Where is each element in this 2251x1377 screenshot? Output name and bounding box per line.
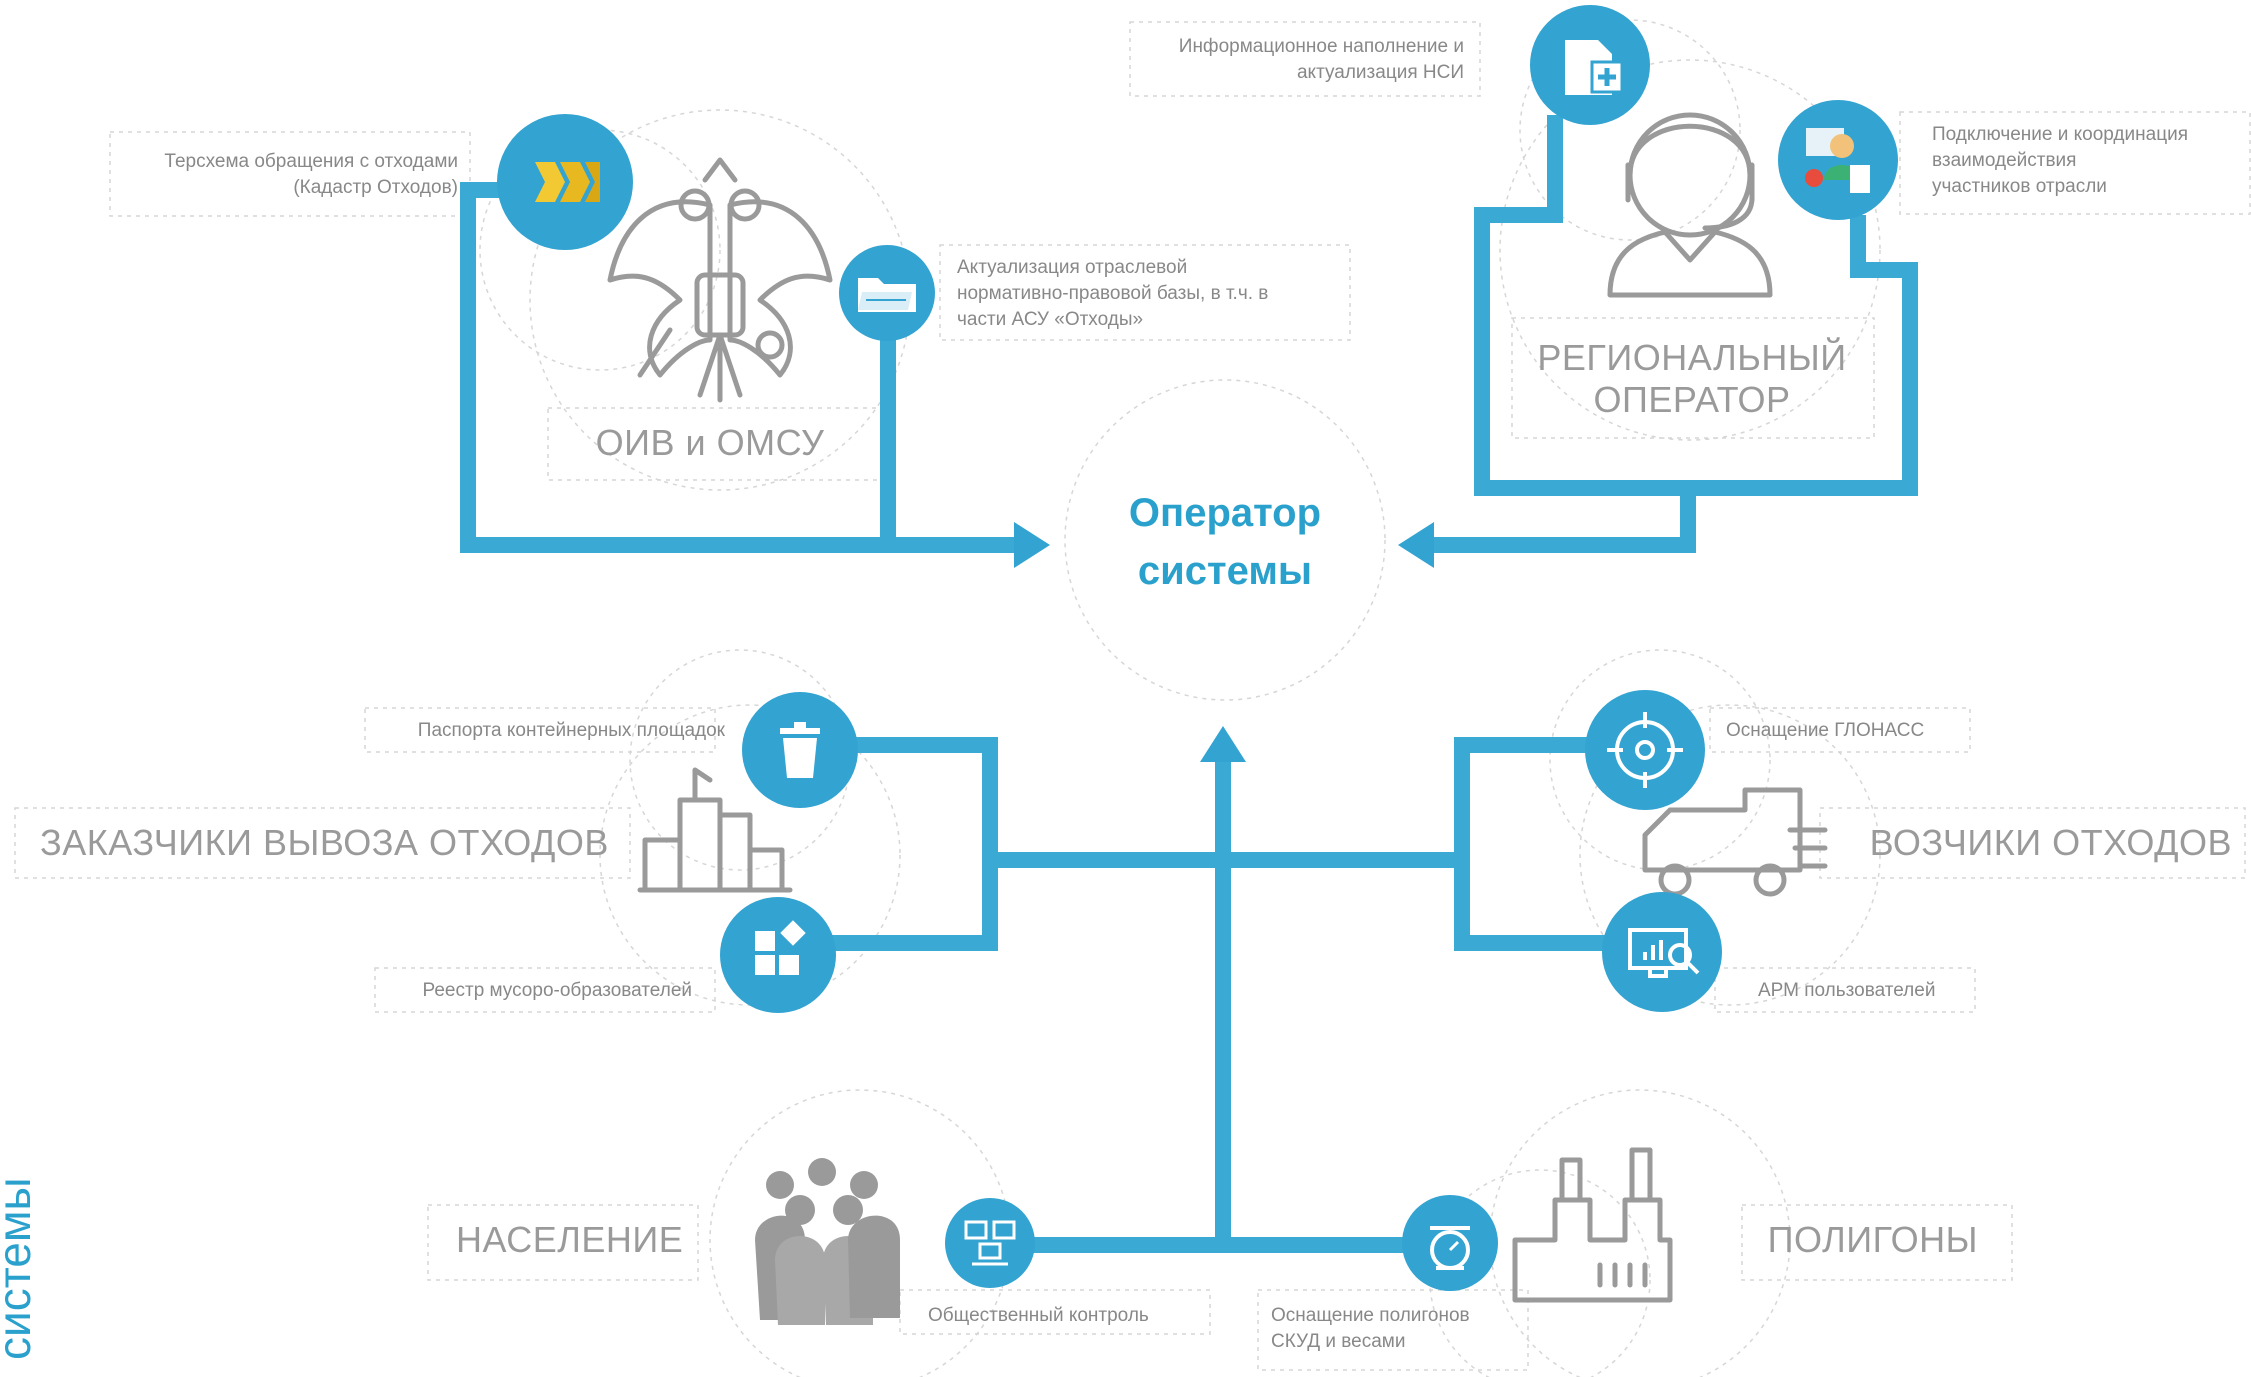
- landfills-title: ПОЛИГОНЫ: [1768, 1219, 1978, 1260]
- regional-title-line2: ОПЕРАТОР: [1593, 379, 1790, 420]
- monitor-chart-icon: [1628, 928, 1700, 978]
- glonass-node[interactable]: [1585, 690, 1705, 810]
- scales-icon: [1430, 1226, 1470, 1270]
- coat-of-arms-icon: [607, 157, 833, 403]
- regional-title-line1: РЕГИОНАЛЬНЫЙ: [1537, 336, 1846, 378]
- connector-lines: [460, 115, 1918, 1253]
- coordination-node[interactable]: [1778, 100, 1898, 220]
- public-control-node[interactable]: [945, 1198, 1035, 1288]
- regional-item-2-line3: участников отрасли: [1932, 176, 2107, 197]
- oiv-item-2-line1: Актуализация отраслевой: [957, 257, 1187, 278]
- waste-registry-node[interactable]: [720, 897, 836, 1013]
- nsi-node[interactable]: [1530, 5, 1650, 125]
- folder-icon: [858, 278, 916, 312]
- buildings-icon: [637, 767, 793, 893]
- side-label: системы: [0, 1177, 40, 1360]
- trash-bin-icon: [780, 722, 820, 778]
- oiv-item-2-line3: части АСУ «Отходы»: [957, 309, 1143, 330]
- scales-node[interactable]: [1402, 1195, 1498, 1291]
- cadastre-node[interactable]: [497, 114, 633, 250]
- legal-base-node[interactable]: [839, 245, 935, 341]
- carriers-title: ВОЗЧИКИ ОТХОДОВ: [1870, 822, 2232, 863]
- oiv-item-1-line2: (Кадастр Отходов): [293, 177, 458, 198]
- oiv-item-1-line1: Терсхема обращения с отходами: [164, 151, 458, 172]
- people-group-icon: [755, 1158, 900, 1325]
- oiv-title: ОИВ и ОМСУ: [596, 422, 825, 463]
- regional-item-2-line2: взаимодействия: [1932, 150, 2076, 171]
- registry-blocks-icon: [755, 920, 806, 975]
- customers-title: ЗАКАЗЧИКИ ВЫВОЗА ОТХОДОВ: [40, 822, 609, 863]
- document-add-icon: [1565, 40, 1624, 95]
- population-title: НАСЕЛЕНИЕ: [456, 1219, 683, 1260]
- landfills-item-1-line2: СКУД и весами: [1271, 1331, 1405, 1352]
- landfills-item-1-line1: Оснащение полигонов: [1271, 1305, 1470, 1326]
- workstation-node[interactable]: [1602, 892, 1722, 1012]
- center-title-line1: Оператор: [1129, 491, 1321, 535]
- carriers-item-2: АРМ пользователей: [1758, 980, 1935, 1001]
- oiv-item-2-line2: нормативно-правовой базы, в т.ч. в: [957, 283, 1268, 304]
- regional-item-1-line1: Информационное наполнение и: [1179, 36, 1464, 57]
- public-control-icon: [964, 1220, 1016, 1266]
- headset-operator-icon: [1607, 112, 1773, 298]
- target-glonass-icon: [1607, 712, 1683, 788]
- customers-item-1: Паспорта контейнерных площадок: [418, 720, 726, 741]
- cadastre-logo-icon: [535, 162, 600, 202]
- factory-icon: [1512, 1147, 1673, 1303]
- truck-icon: [1642, 787, 1828, 897]
- carriers-item-1: Оснащение ГЛОНАСС: [1726, 720, 1924, 741]
- population-item-1: Общественный контроль: [928, 1305, 1149, 1326]
- coordination-icon: [1805, 128, 1870, 193]
- label-boxes: [14, 21, 2251, 1371]
- regional-item-2-line1: Подключение и координация: [1932, 124, 2188, 145]
- center-title-line2: системы: [1138, 549, 1312, 593]
- container-sites-node[interactable]: [742, 692, 858, 808]
- customers-item-2: Реестр мусоро-образователей: [423, 980, 692, 1001]
- regional-item-1-line2: актуализация НСИ: [1297, 62, 1464, 83]
